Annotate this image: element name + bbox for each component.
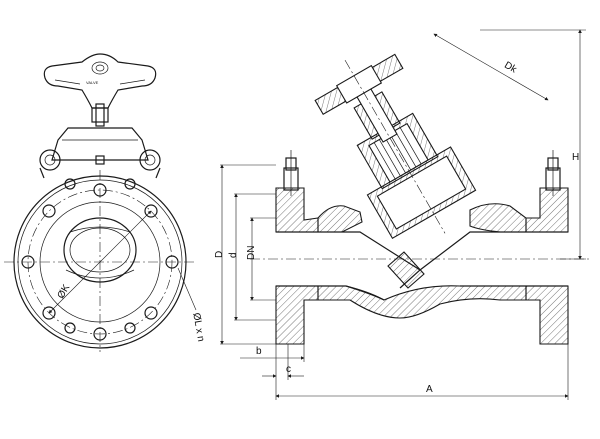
dim-l-label: ØL x n [190,312,206,343]
dim-k-label: ØK [56,282,73,300]
dim-a-label: A [426,384,433,395]
bonnet [39,127,161,179]
dim-h-label: H [572,152,579,163]
body-upper-wall [317,205,363,233]
dim-d-outer-label: D [214,251,225,258]
dim-c-label: c [286,364,291,375]
flange-bolts [283,150,561,196]
handwheel-marking: VALVE [86,80,99,85]
right-flange [525,187,569,233]
end-view: VALVE [4,53,206,352]
left-flange [275,187,319,233]
bonnet-section [314,53,477,240]
dim-d-inner-label: d [228,252,239,258]
handwheel-top-icon: VALVE [43,53,157,127]
dim-dn-label: DN [246,246,257,260]
body-lower-wall [317,285,527,319]
flange-front: ØK ØL x n [4,170,206,352]
dim-b-label: b [256,346,262,357]
dim-dk-label: Dk [502,60,519,76]
section-view: D d DN H Dk A b c [214,29,590,400]
